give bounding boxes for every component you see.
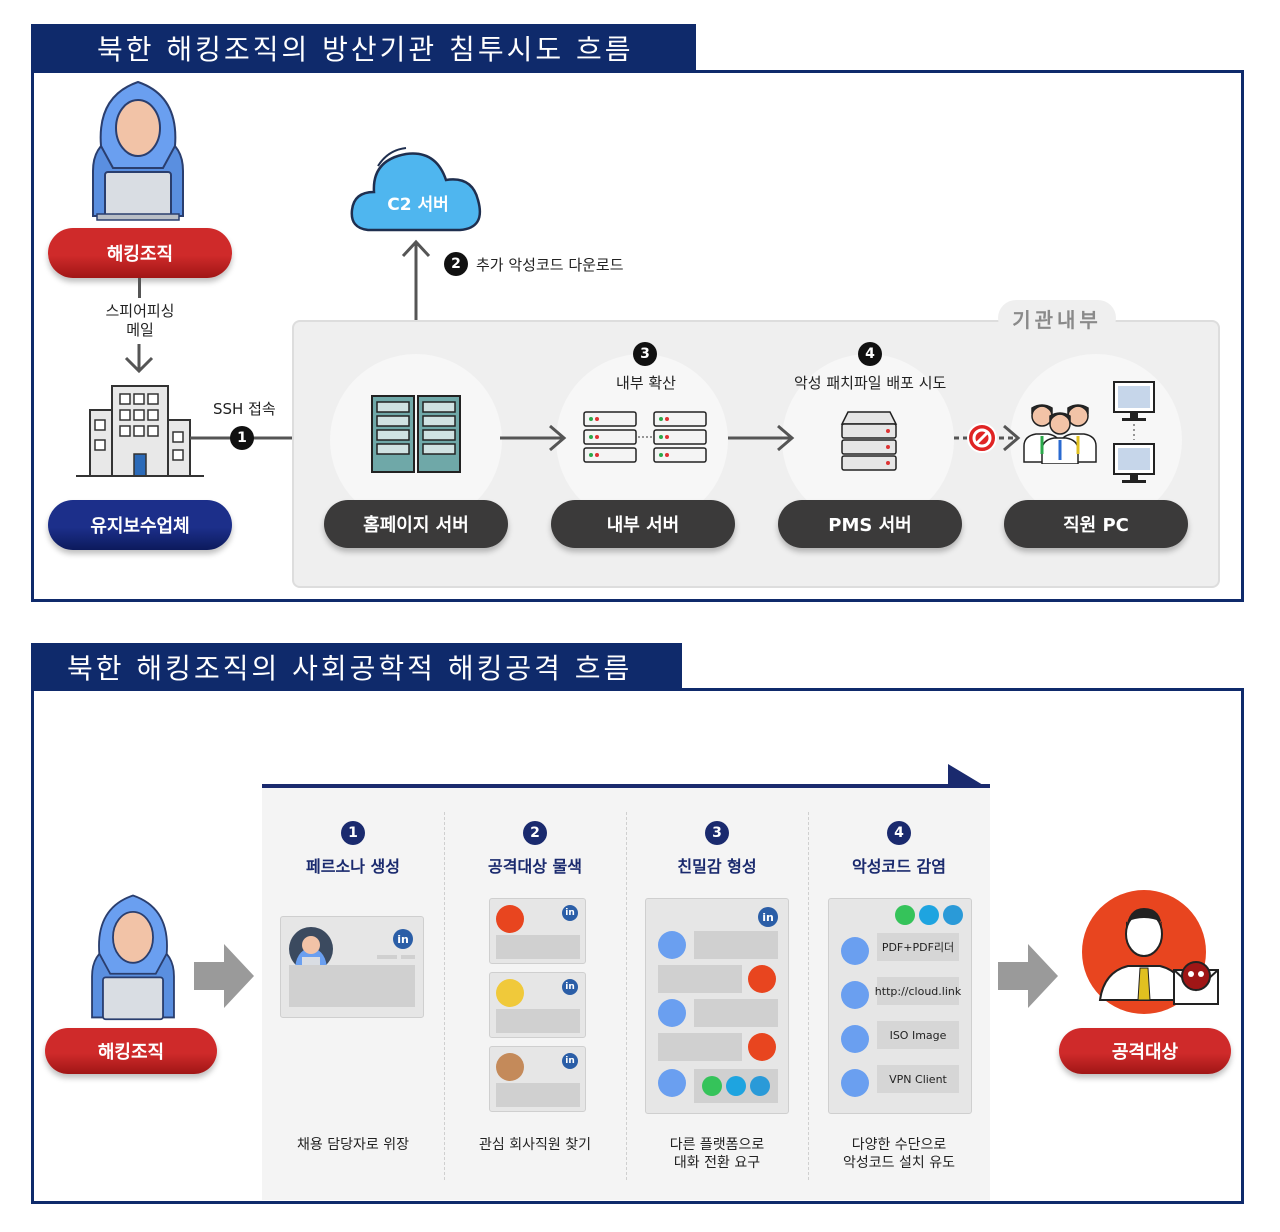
hacker-chat-avatar [841, 1069, 869, 1097]
target-avatar [496, 1053, 524, 1081]
linkedin-icon: in [393, 929, 413, 949]
monitors-icon [1113, 381, 1155, 483]
cloud-icon [350, 147, 482, 232]
connector-line [138, 278, 141, 298]
malicious-patch-label: 악성 패치파일 배포 시도 [794, 374, 947, 392]
hacker-chat-avatar [841, 1025, 869, 1053]
stage-divider [626, 812, 627, 1180]
skype-icon [919, 905, 939, 925]
building-icon [76, 385, 204, 477]
hacker-icon [91, 894, 175, 1021]
step-4-marker: 4 [858, 342, 882, 366]
stage-3-title: 친밀감 형성 [677, 857, 757, 876]
step-2-marker: 2 [444, 252, 468, 276]
stage-2-title: 공격대상 물색 [488, 857, 582, 876]
profile-placeholder [496, 935, 580, 959]
target-avatar [496, 979, 524, 1007]
hacker-group-badge: 해킹조직 [48, 228, 232, 278]
step-3-marker: 3 [633, 342, 657, 366]
stage-1-title: 페르소나 생성 [306, 857, 400, 876]
stage-divider [808, 812, 809, 1180]
employees-icon [1023, 404, 1097, 464]
file-vpn: VPN Client [877, 1065, 959, 1093]
infiltration-panel-title: 북한 해킹조직의 방산기관 침투시도 흐름 [31, 24, 696, 72]
chat-card: in [645, 898, 789, 1114]
profile-placeholder [377, 955, 397, 959]
hacker-chat-avatar [658, 931, 686, 959]
hacker-chat-avatar [841, 937, 869, 965]
linkedin-icon: in [758, 907, 778, 927]
whatsapp-icon [895, 905, 915, 925]
arrow-to-pms [728, 424, 795, 452]
linkedin-icon: in [562, 905, 578, 921]
target-chat-avatar [748, 1033, 776, 1061]
cloud-label: C2 서버 [387, 195, 449, 215]
chat-bubble [658, 965, 742, 993]
hacker-chat-avatar [841, 981, 869, 1009]
internal-network-label: 기관내부 [998, 300, 1116, 336]
employee-pc-badge: 직원 PC [1004, 500, 1188, 548]
whatsapp-icon [702, 1076, 722, 1096]
attack-target-badge: 공격대상 [1059, 1028, 1231, 1074]
persona-profile-card: in [280, 916, 424, 1018]
step-1-marker: 1 [230, 426, 254, 450]
hacker-chat-avatar [658, 999, 686, 1027]
target-card: in [489, 898, 586, 964]
pms-server-badge: PMS 서버 [778, 500, 962, 548]
target-card: in [489, 1046, 586, 1112]
hacker-chat-avatar [658, 1069, 686, 1097]
internal-server-badge: 내부 서버 [551, 500, 735, 548]
flow-arrow-right [998, 944, 1058, 1008]
chat-bubble [694, 931, 778, 959]
spear-phishing-label: 스피어피싱 메일 [105, 302, 175, 339]
target-chat-avatar [748, 965, 776, 993]
server-rack-icon [371, 395, 461, 473]
stage-1-caption: 채용 담당자로 위장 [297, 1137, 409, 1153]
skype-icon [726, 1076, 746, 1096]
down-arrow-icon [124, 344, 154, 374]
stage-4-number: 4 [887, 821, 911, 845]
stage-2-caption: 관심 회사직원 찾기 [479, 1137, 591, 1153]
blocked-icon [967, 423, 997, 453]
hacker-group-badge: 해킹조직 [45, 1028, 217, 1074]
stage-1-number: 1 [341, 821, 365, 845]
linkedin-icon: in [562, 979, 578, 995]
malware-delivery-card: PDF+PDF리더 http://cloud.link ISO Image VP… [828, 898, 972, 1114]
stages-top-bar [262, 764, 990, 788]
target-card: in [489, 972, 586, 1038]
profile-placeholder [289, 965, 415, 1007]
telegram-icon [943, 905, 963, 925]
file-pdf: PDF+PDF리더 [877, 933, 959, 961]
stage-2-number: 2 [523, 821, 547, 845]
pms-server-icon [840, 411, 898, 471]
flow-arrow-right [194, 944, 254, 1008]
linkedin-icon: in [562, 1053, 578, 1069]
file-iso: ISO Image [877, 1021, 959, 1049]
stage-4-title: 악성코드 감염 [852, 857, 946, 876]
social-engineering-panel-title: 북한 해킹조직의 사회공학적 해킹공격 흐름 [31, 643, 682, 690]
arrow-to-internal [500, 424, 567, 452]
chat-bubble [694, 999, 778, 1027]
stage-3-number: 3 [705, 821, 729, 845]
download-label: 추가 악성코드 다운로드 [476, 256, 624, 274]
maintenance-vendor-badge: 유지보수업체 [48, 500, 232, 550]
internal-spread-label: 내부 확산 [616, 374, 676, 392]
profile-placeholder [401, 955, 415, 959]
profile-placeholder [496, 1009, 580, 1033]
target-avatar [496, 905, 524, 933]
homepage-server-circle [330, 354, 502, 526]
chat-bubble [658, 1033, 742, 1061]
hacker-icon [92, 80, 184, 221]
stage-divider [444, 812, 445, 1180]
stage-4-caption: 다양한 수단으로 악성코드 설치 유도 [843, 1137, 955, 1171]
ssh-label: SSH 접속 [213, 400, 276, 418]
internal-servers-icon [583, 411, 707, 463]
profile-placeholder [496, 1083, 580, 1107]
homepage-server-badge: 홈페이지 서버 [324, 500, 508, 548]
target-person-icon [1082, 890, 1219, 1014]
telegram-icon [750, 1076, 770, 1096]
file-link: http://cloud.link [875, 977, 961, 1005]
stage-3-caption: 다른 플랫폼으로 대화 전환 요구 [669, 1137, 765, 1171]
